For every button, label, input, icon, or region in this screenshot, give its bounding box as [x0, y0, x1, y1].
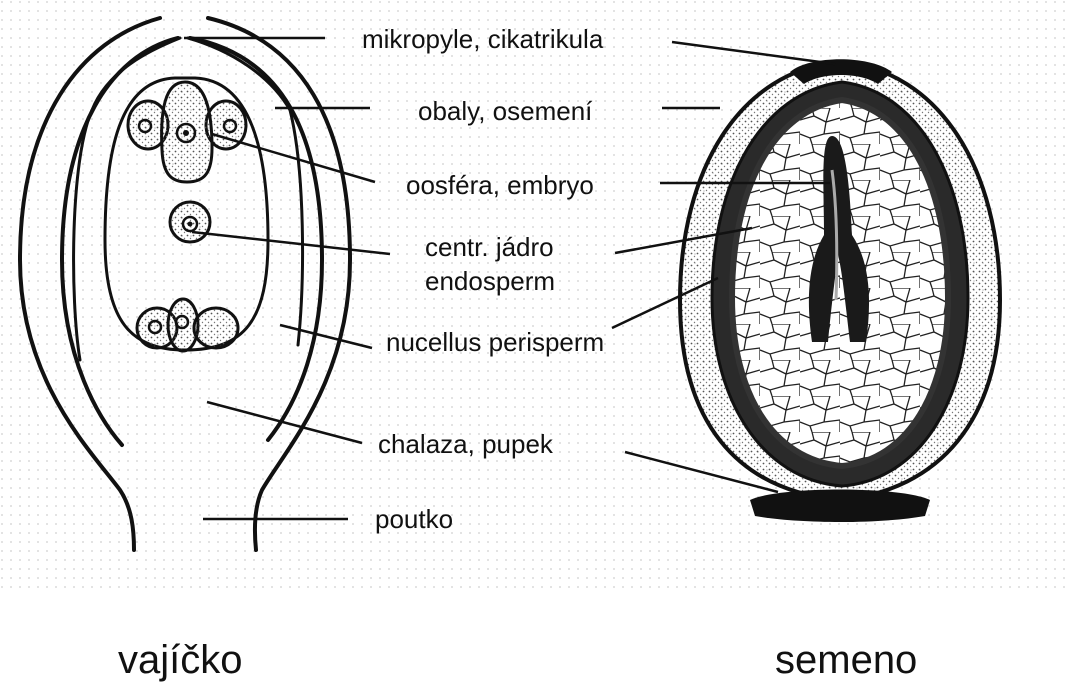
antipodal-right	[194, 308, 238, 348]
label-funiculus: poutko	[375, 504, 453, 534]
label-micropyle: mikropyle, cikatrikula	[362, 24, 603, 54]
hilum	[750, 490, 930, 523]
caption-ovule: vajíčko	[118, 638, 243, 682]
label-endosperm: endosperm	[425, 266, 555, 296]
caption-seed: semeno	[775, 638, 917, 682]
label-central-nucleus: centr. jádro	[425, 232, 554, 262]
label-egg: oosféra, embryo	[406, 170, 594, 200]
label-chalaza: chalaza, pupek	[378, 429, 553, 459]
label-integuments: obaly, osemení	[418, 96, 592, 126]
label-nucellus: nucellus perisperm	[386, 327, 604, 357]
